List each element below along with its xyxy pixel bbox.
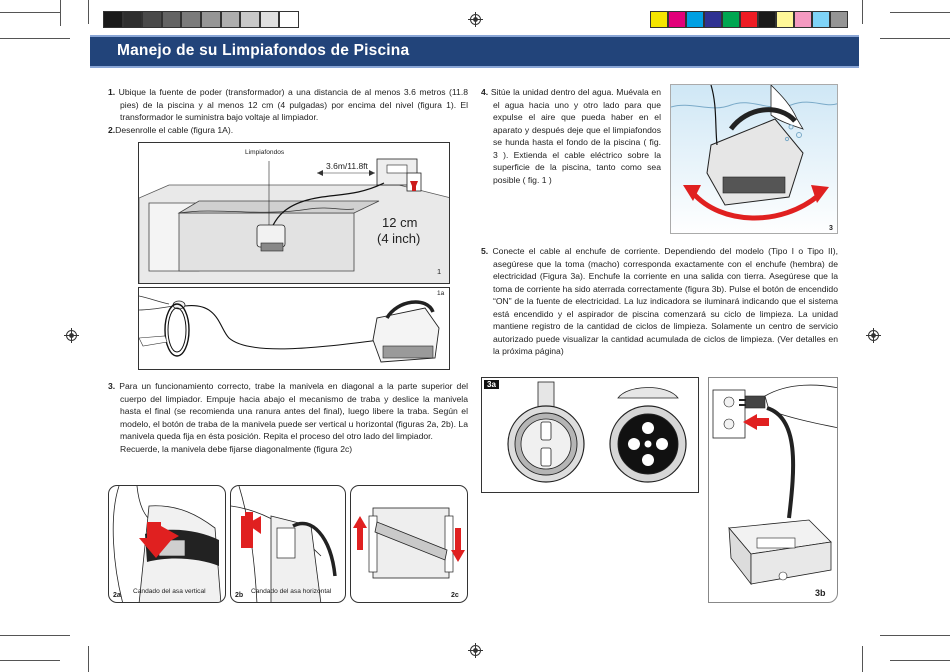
gray-swatch <box>220 11 241 28</box>
crop-mark <box>60 0 61 26</box>
step-5: 5. Conecte el cable al enchufe de corrie… <box>481 246 838 356</box>
registration-mark-icon <box>468 12 483 27</box>
gray-swatch <box>181 11 201 28</box>
figure-number: 2a <box>113 592 121 599</box>
gray-swatch <box>240 11 260 28</box>
gray-swatch <box>201 11 221 28</box>
figure-1a-cable-unroll: 1a <box>138 287 450 370</box>
steps-1-2: 1. Ubique la fuente de poder (transforma… <box>108 87 468 135</box>
label-cleaner: Limpiafondos <box>245 149 285 156</box>
figure-2c-diagonal-handle: 2c <box>350 485 468 603</box>
figure-number: 3 <box>829 225 833 232</box>
color-swatch <box>740 11 758 28</box>
color-swatch <box>830 11 848 28</box>
figure-2b-horizontal-lock: Candado del asa horizontal 2b <box>230 485 346 603</box>
figure-number: 2c <box>451 592 459 599</box>
crop-mark <box>0 38 70 39</box>
color-swatch <box>794 11 812 28</box>
gray-swatch <box>279 11 299 28</box>
figure-2b-caption: Candado del asa horizontal <box>251 588 332 595</box>
color-swatch <box>686 11 704 28</box>
label-height-inch: (4 inch) <box>377 231 421 246</box>
gray-swatch <box>142 11 162 28</box>
crop-mark <box>0 12 60 13</box>
figure-3-submerge-cleaner: 3 <box>670 84 838 234</box>
step-2-text: Desenrolle el cable (figura 1A). <box>115 124 234 135</box>
figure-2a-vertical-lock: Candado del asa vertical 2a <box>108 485 226 603</box>
color-swatch <box>704 11 722 28</box>
registration-mark-icon <box>468 643 483 658</box>
crop-mark <box>0 635 70 636</box>
crop-mark <box>88 0 89 24</box>
color-swatch <box>650 11 668 28</box>
crop-mark <box>88 646 89 672</box>
figure-number: 3a <box>484 380 499 389</box>
color-swatch <box>668 11 686 28</box>
page-title: Manejo de su Limpiafondos de Piscina <box>117 42 410 59</box>
figure-3a-plug-socket: 3a <box>481 377 699 493</box>
crop-mark <box>862 0 863 24</box>
color-swatch <box>812 11 830 28</box>
step-4-text: Sitúe la unidad dentro del agua. Muévala… <box>490 87 661 185</box>
figure-number: 1a <box>437 290 445 297</box>
step-3-note: Recuerde, la manivela debe fijarse diago… <box>120 443 353 454</box>
step-5-text: Conecte el cable al enchufe de corriente… <box>492 246 838 356</box>
step-1-text: Ubique la fuente de poder (transformador… <box>118 87 468 122</box>
step-3-text: Para un funcionamiento correcto, trabe l… <box>119 381 469 441</box>
registration-mark-icon <box>866 328 881 343</box>
crop-mark <box>890 12 950 13</box>
gray-swatch <box>161 11 182 28</box>
registration-mark-icon <box>64 328 79 343</box>
crop-mark <box>890 660 950 661</box>
crop-mark <box>880 635 950 636</box>
label-height-cm: 12 cm <box>382 215 418 230</box>
step-3: 3. Para un funcionamiento correcto, trab… <box>108 381 469 454</box>
gray-swatch <box>122 11 143 28</box>
crop-mark <box>880 38 950 39</box>
crop-mark <box>862 646 863 672</box>
figure-3b-grounded-outlet: 3b <box>708 377 838 603</box>
figure-number: 2b <box>235 592 244 599</box>
label-distance: 3.6m/11.8ft <box>325 161 369 171</box>
figure-1-pool-setup: Limpiafondos 3.6m/11.8ft 12 cm (4 inch) … <box>138 142 450 284</box>
color-swatch <box>758 11 776 28</box>
color-swatch <box>776 11 794 28</box>
header-bar: Manejo de su Limpiafondos de Piscina <box>90 35 859 68</box>
gray-swatch <box>103 11 123 28</box>
crop-mark <box>0 660 60 661</box>
color-swatch <box>722 11 740 28</box>
gray-swatch <box>259 11 280 28</box>
figure-number: 1 <box>437 267 442 276</box>
figure-2a-caption: Candado del asa vertical <box>133 588 206 595</box>
step-4: 4. Sitúe la unidad dentro del agua. Muév… <box>481 87 661 185</box>
figure-number: 3b <box>815 588 826 598</box>
